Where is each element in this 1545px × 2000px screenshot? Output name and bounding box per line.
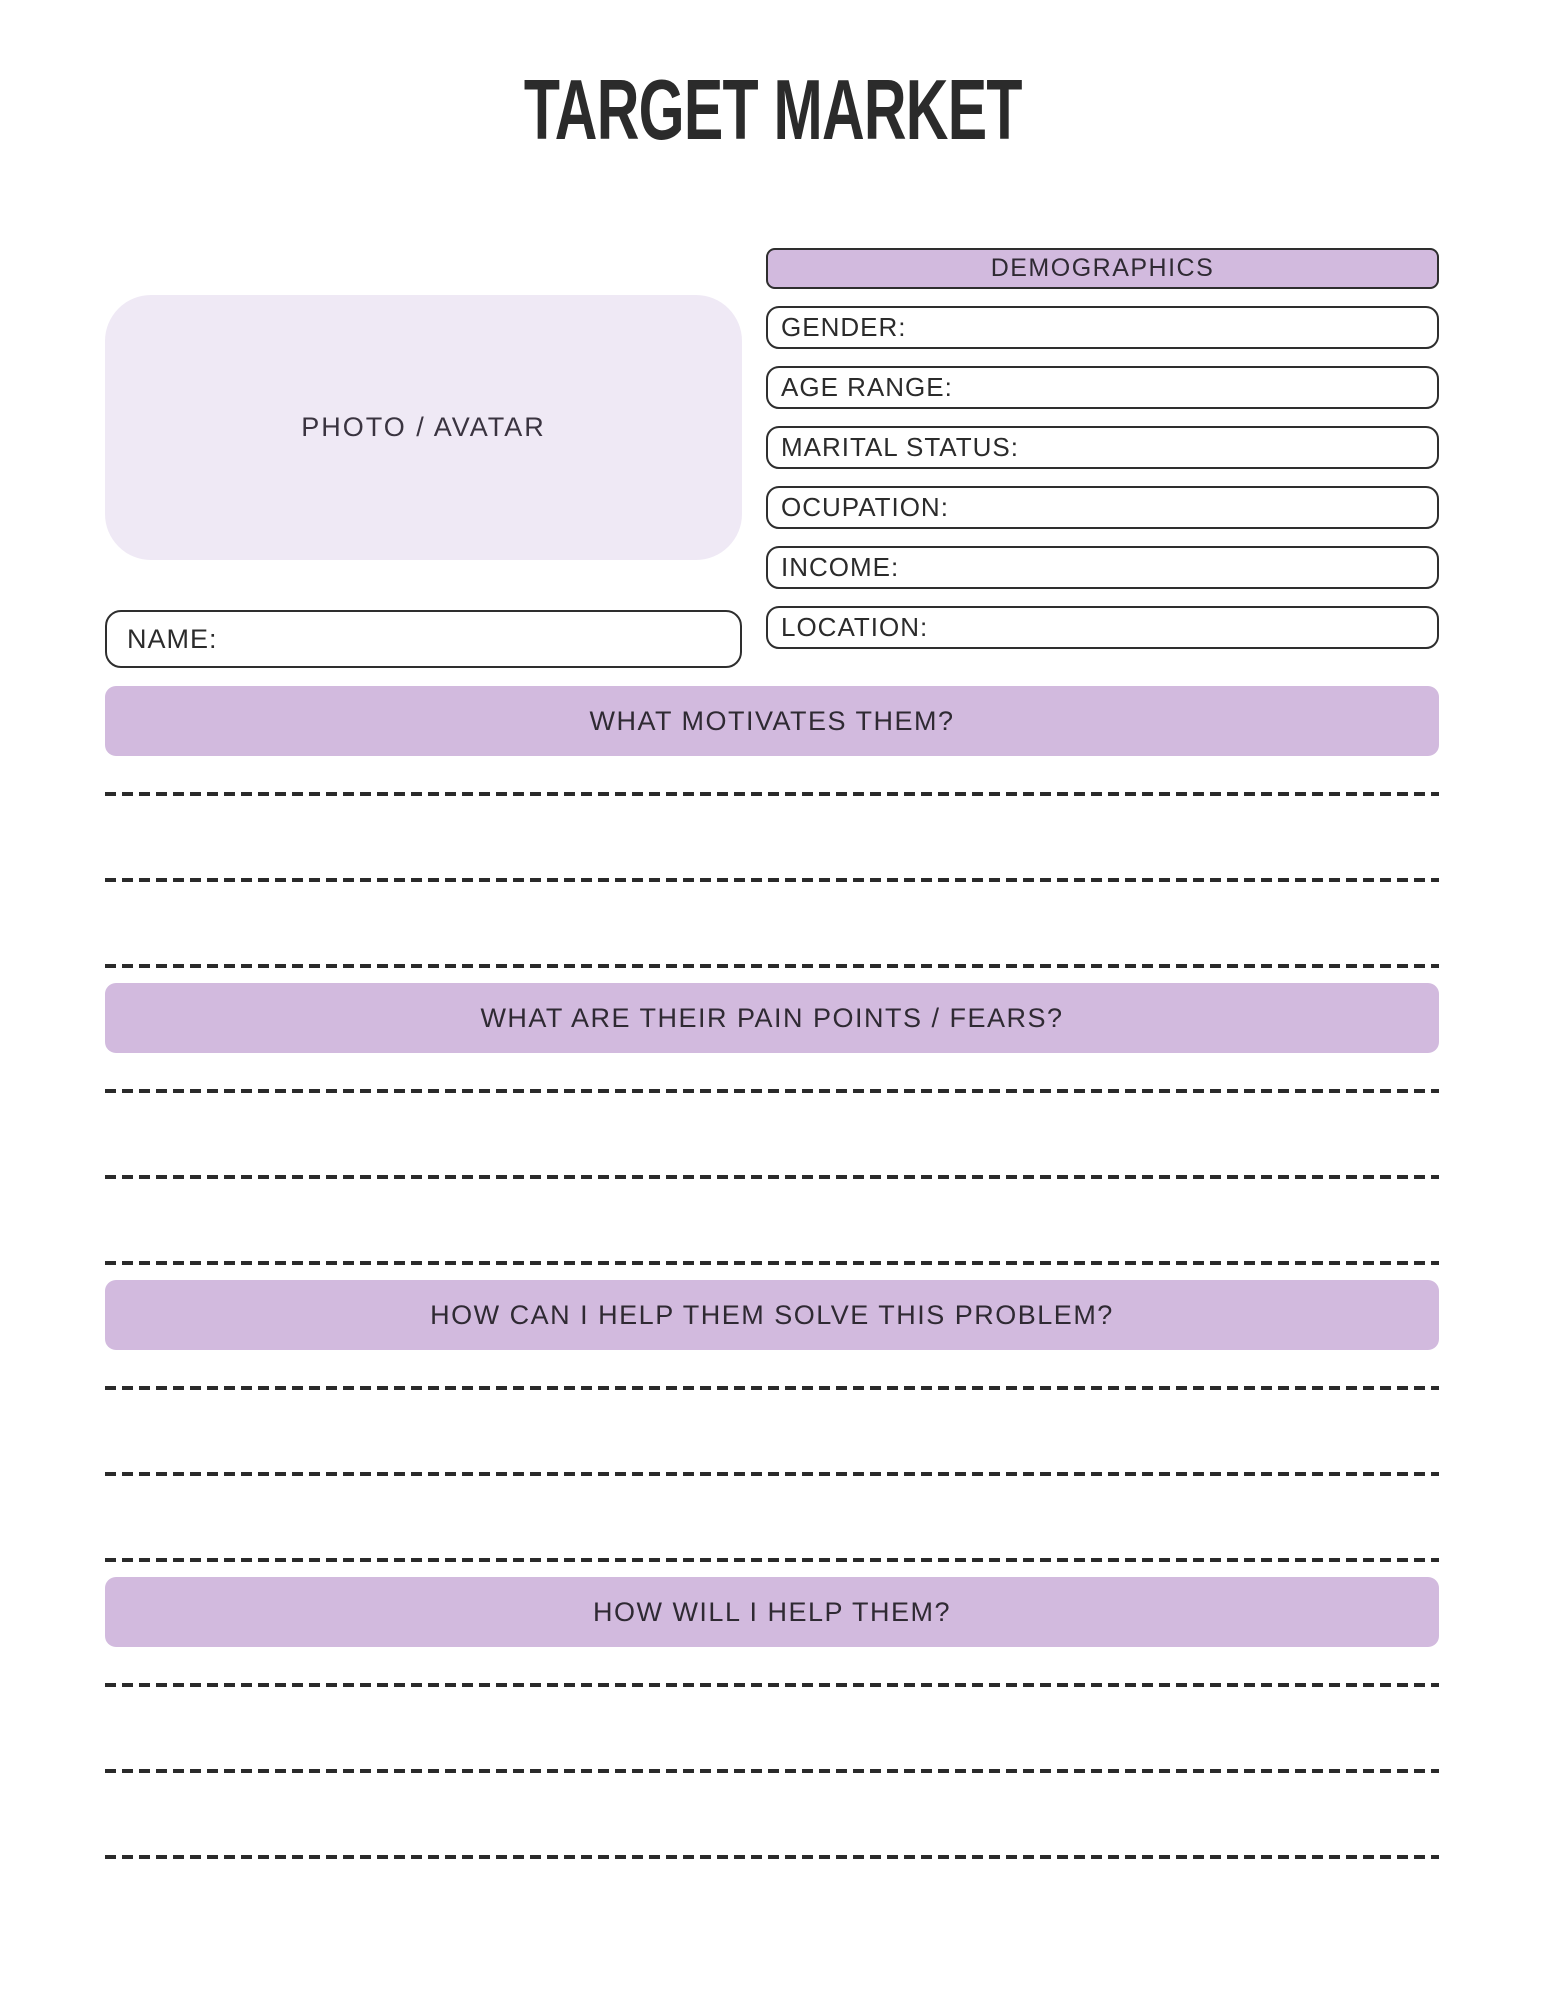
section-solve-problem-title: HOW CAN I HELP THEM SOLVE THIS PROBLEM? <box>430 1299 1114 1330</box>
writing-line[interactable] <box>105 878 1439 882</box>
top-area: PHOTO / AVATAR NAME: DEMOGRAPHICS GENDER… <box>0 248 1545 668</box>
writing-line[interactable] <box>105 1558 1439 1562</box>
name-field-label: NAME: <box>127 623 218 654</box>
writing-line[interactable] <box>105 792 1439 796</box>
demographic-field-marital-status[interactable]: MARITAL STATUS: <box>766 426 1439 469</box>
section-header-pain-points: WHAT ARE THEIR PAIN POINTS / FEARS? <box>105 983 1439 1053</box>
demographic-field-occupation[interactable]: OCUPATION: <box>766 486 1439 529</box>
question-sections: WHAT MOTIVATES THEM? WHAT ARE THEIR PAIN… <box>0 686 1545 1859</box>
section-how-help-title: HOW WILL I HELP THEM? <box>592 1596 952 1627</box>
marital-status-label: MARITAL STATUS: <box>781 432 1019 462</box>
section-header-motivations: WHAT MOTIVATES THEM? <box>105 686 1439 756</box>
name-field[interactable]: NAME: <box>105 610 742 668</box>
demographics-column: DEMOGRAPHICS GENDER: AGE RANGE: MARITAL … <box>766 248 1439 649</box>
demographic-field-location[interactable]: LOCATION: <box>766 606 1439 649</box>
page-title: TARGET MARKET <box>523 63 1023 158</box>
writing-line[interactable] <box>105 1386 1439 1390</box>
section-solve-problem: HOW CAN I HELP THEM SOLVE THIS PROBLEM? <box>105 1280 1439 1562</box>
writing-line[interactable] <box>105 1769 1439 1773</box>
section-motivations-title: WHAT MOTIVATES THEM? <box>589 705 955 736</box>
writing-line[interactable] <box>105 1175 1439 1179</box>
section-how-help: HOW WILL I HELP THEM? <box>105 1577 1439 1859</box>
demographic-field-income[interactable]: INCOME: <box>766 546 1439 589</box>
photo-avatar-box[interactable]: PHOTO / AVATAR <box>105 295 742 560</box>
income-label: INCOME: <box>781 552 900 582</box>
photo-avatar-label: PHOTO / AVATAR <box>301 412 546 442</box>
demographic-field-gender[interactable]: GENDER: <box>766 306 1439 349</box>
page-title-wrap: TARGET MARKET <box>0 63 1545 158</box>
demographic-field-age-range[interactable]: AGE RANGE: <box>766 366 1439 409</box>
section-pain-points-title: WHAT ARE THEIR PAIN POINTS / FEARS? <box>480 1002 1064 1033</box>
section-pain-points: WHAT ARE THEIR PAIN POINTS / FEARS? <box>105 983 1439 1265</box>
writing-line[interactable] <box>105 1089 1439 1093</box>
gender-label: GENDER: <box>781 312 907 342</box>
writing-line[interactable] <box>105 1472 1439 1476</box>
demographics-header-label: DEMOGRAPHICS <box>990 254 1215 282</box>
writing-line[interactable] <box>105 964 1439 968</box>
section-header-how-help: HOW WILL I HELP THEM? <box>105 1577 1439 1647</box>
section-header-solve-problem: HOW CAN I HELP THEM SOLVE THIS PROBLEM? <box>105 1280 1439 1350</box>
writing-line[interactable] <box>105 1261 1439 1265</box>
age-range-label: AGE RANGE: <box>781 372 953 402</box>
demographics-header: DEMOGRAPHICS <box>766 248 1439 289</box>
section-motivations: WHAT MOTIVATES THEM? <box>105 686 1439 968</box>
occupation-label: OCUPATION: <box>781 492 949 522</box>
writing-line[interactable] <box>105 1855 1439 1859</box>
writing-line[interactable] <box>105 1683 1439 1687</box>
location-label: LOCATION: <box>781 612 929 642</box>
left-column: PHOTO / AVATAR NAME: <box>105 248 742 668</box>
